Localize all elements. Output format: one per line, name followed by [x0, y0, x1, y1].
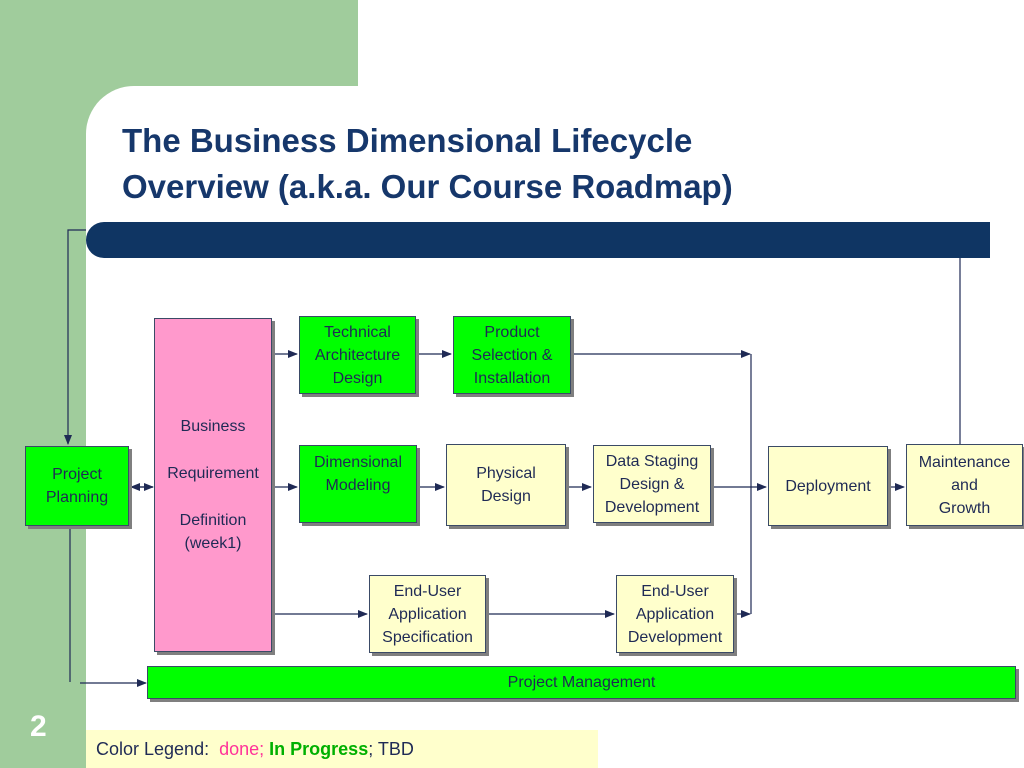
box-label-line: Project Management: [507, 674, 656, 691]
legend-separator: ;: [368, 739, 374, 759]
loop-to-planning-arrow: [64, 229, 86, 445]
box-label-line: End-User: [393, 582, 462, 600]
end-user-spec-box: End-User Application Specification: [369, 575, 486, 653]
technical-architecture-box: Technical Architecture Design: [299, 316, 416, 394]
box-label-line: Technical: [324, 323, 391, 341]
box-label-line: Physical: [476, 465, 536, 482]
box-label-line: Installation: [473, 369, 551, 387]
box-label-line: (week1): [184, 535, 242, 552]
box-label-line: Business: [180, 418, 246, 435]
business-requirement-box: Business Requirement Definition (week1): [154, 318, 272, 652]
box-label-line: and: [951, 476, 978, 494]
box-label-line: Application: [635, 605, 715, 623]
legend-tbd: TBD: [377, 739, 414, 759]
legend-in-progress: In Progress: [269, 739, 369, 759]
box-label-line: Modeling: [325, 477, 391, 494]
slide-number: 2: [30, 710, 47, 743]
box-label-line: Planning: [45, 489, 109, 506]
box-label-line: Development: [604, 498, 700, 516]
legend-prefix: Color Legend:: [96, 739, 210, 759]
title-line-2: Overview (a.k.a. Our Course Roadmap): [122, 168, 733, 205]
box-label-line: Development: [627, 628, 723, 646]
data-staging-box: Data Staging Design & Development: [593, 445, 711, 523]
box-label-line: Application: [388, 605, 467, 623]
end-user-dev-box: End-User Application Development: [616, 575, 734, 653]
box-label-line: Design: [481, 488, 531, 505]
deployment-box: Deployment: [768, 446, 888, 526]
box-label-line: Architecture: [314, 346, 401, 364]
dimensional-modeling-box: Dimensional Modeling: [299, 445, 417, 523]
title-underline-bar: [86, 222, 990, 258]
box-label-line: Design &: [619, 475, 685, 493]
product-selection-box: Product Selection & Installation: [453, 316, 571, 394]
box-label-line: Dimensional: [313, 454, 403, 471]
box-label-line: Data Staging: [605, 452, 699, 470]
box-label-line: Selection &: [471, 346, 553, 364]
box-label-line: Requirement: [167, 465, 259, 482]
box-label-line: Project: [52, 466, 102, 483]
maintenance-growth-box: Maintenance and Growth: [906, 444, 1023, 526]
box-label-line: Definition: [179, 512, 247, 529]
box-label-line: Design: [332, 369, 383, 387]
box-label-line: Specification: [382, 628, 473, 646]
box-label-line: Product: [484, 323, 540, 341]
color-legend: Color Legend: done; In Progress; TBD: [86, 730, 598, 768]
box-label-line: Deployment: [785, 477, 871, 495]
slide-title: The Business Dimensional Lifecycle Overv…: [122, 118, 982, 210]
legend-done: done;: [219, 739, 265, 759]
project-management-bar: Project Management: [147, 666, 1016, 699]
project-planning-box: Project Planning: [25, 446, 129, 526]
title-line-1: The Business Dimensional Lifecycle: [122, 122, 693, 159]
box-label-line: Maintenance: [918, 453, 1011, 471]
box-label-line: End-User: [641, 582, 709, 600]
physical-design-box: Physical Design: [446, 444, 566, 526]
box-label-line: Growth: [938, 499, 991, 517]
